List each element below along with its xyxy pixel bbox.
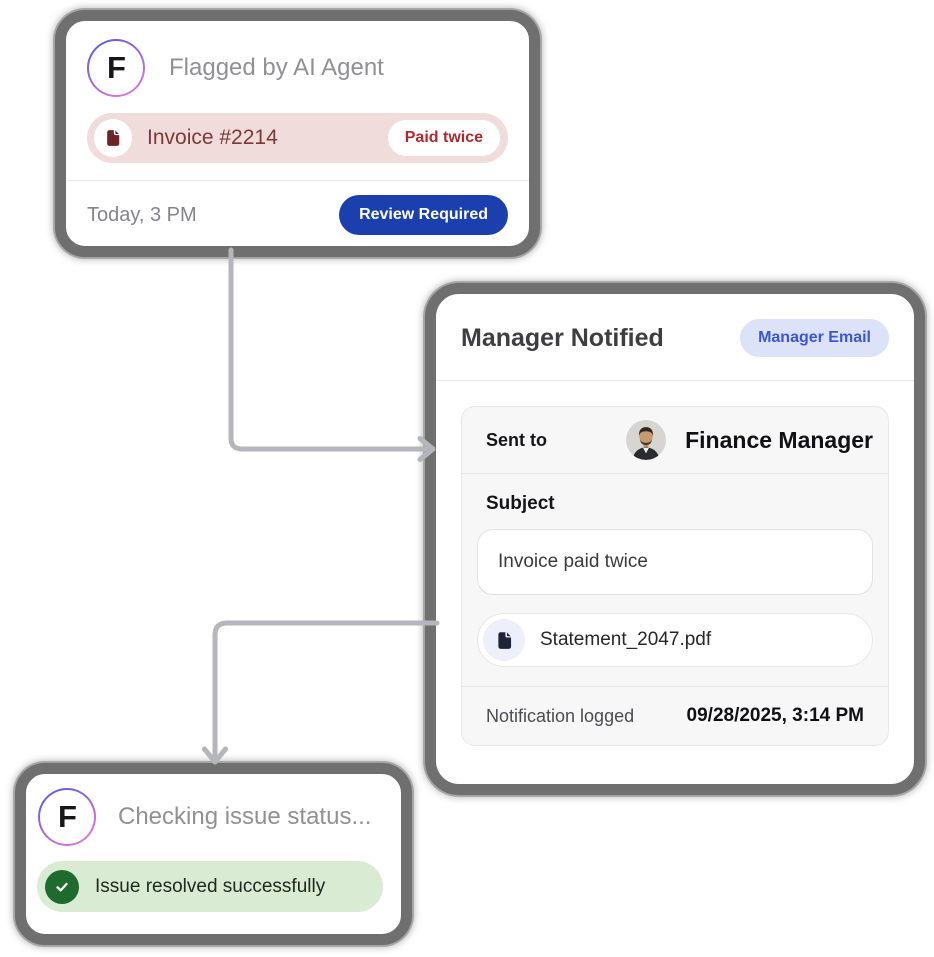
f-logo-letter: F [40,790,94,844]
status-card: F Checking issue status... Issue resolve… [15,763,412,945]
sent-to-row: Sent to [462,407,888,474]
connector-manager-to-status [212,620,440,759]
flagged-card: F Flagged by AI Agent Invoice #2214 Paid… [55,10,540,257]
attachment-file-icon [483,619,525,661]
manager-email-chip[interactable]: Manager Email [740,319,889,357]
review-required-button[interactable]: Review Required [339,195,508,235]
log-timestamp: 09/28/2025, 3:14 PM [686,705,864,726]
manager-notified-card: Manager Notified Manager Email Sent to [425,283,925,795]
status-card-header: F Checking issue status... [26,774,401,846]
subject-section: Subject Statement_2047.pdf [462,474,888,687]
arrowhead-down-icon [202,746,228,765]
issue-resolved-text: Issue resolved successfully [95,875,326,897]
notification-log-row: Notification logged 09/28/2025, 3:14 PM [462,687,888,745]
manager-title: Manager Notified [461,323,664,352]
invoice-file-icon [94,119,132,157]
log-label: Notification logged [486,705,635,726]
sent-to-label: Sent to [486,429,547,450]
flagged-timestamp: Today, 3 PM [87,203,197,226]
attachment-row[interactable]: Statement_2047.pdf [477,613,873,667]
manager-card-header: Manager Notified Manager Email [436,294,914,380]
subject-input[interactable] [477,529,873,595]
header-divider [436,380,914,381]
connector-flagged-to-manager [228,247,429,452]
avatar [626,420,667,460]
flagged-title: Flagged by AI Agent [169,54,384,81]
flagged-card-header: F Flagged by AI Agent [87,39,508,97]
attachment-filename: Statement_2047.pdf [540,629,712,650]
paid-twice-badge: Paid twice [387,120,500,156]
issue-resolved-row: Issue resolved successfully [37,861,383,912]
f-logo-letter: F [89,41,143,95]
email-panel: Sent to [461,406,889,746]
f-logo-icon: F [87,39,145,97]
subject-label: Subject [486,493,555,514]
check-icon [45,869,79,904]
invoice-label: Invoice #2214 [147,126,278,149]
f-logo-icon: F [38,788,96,846]
status-title: Checking issue status... [118,803,372,830]
flagged-card-footer: Today, 3 PM Review Required [66,180,529,249]
recipient-name: Finance Manager [685,426,873,453]
flagged-invoice-row: Invoice #2214 Paid twice [87,113,508,163]
